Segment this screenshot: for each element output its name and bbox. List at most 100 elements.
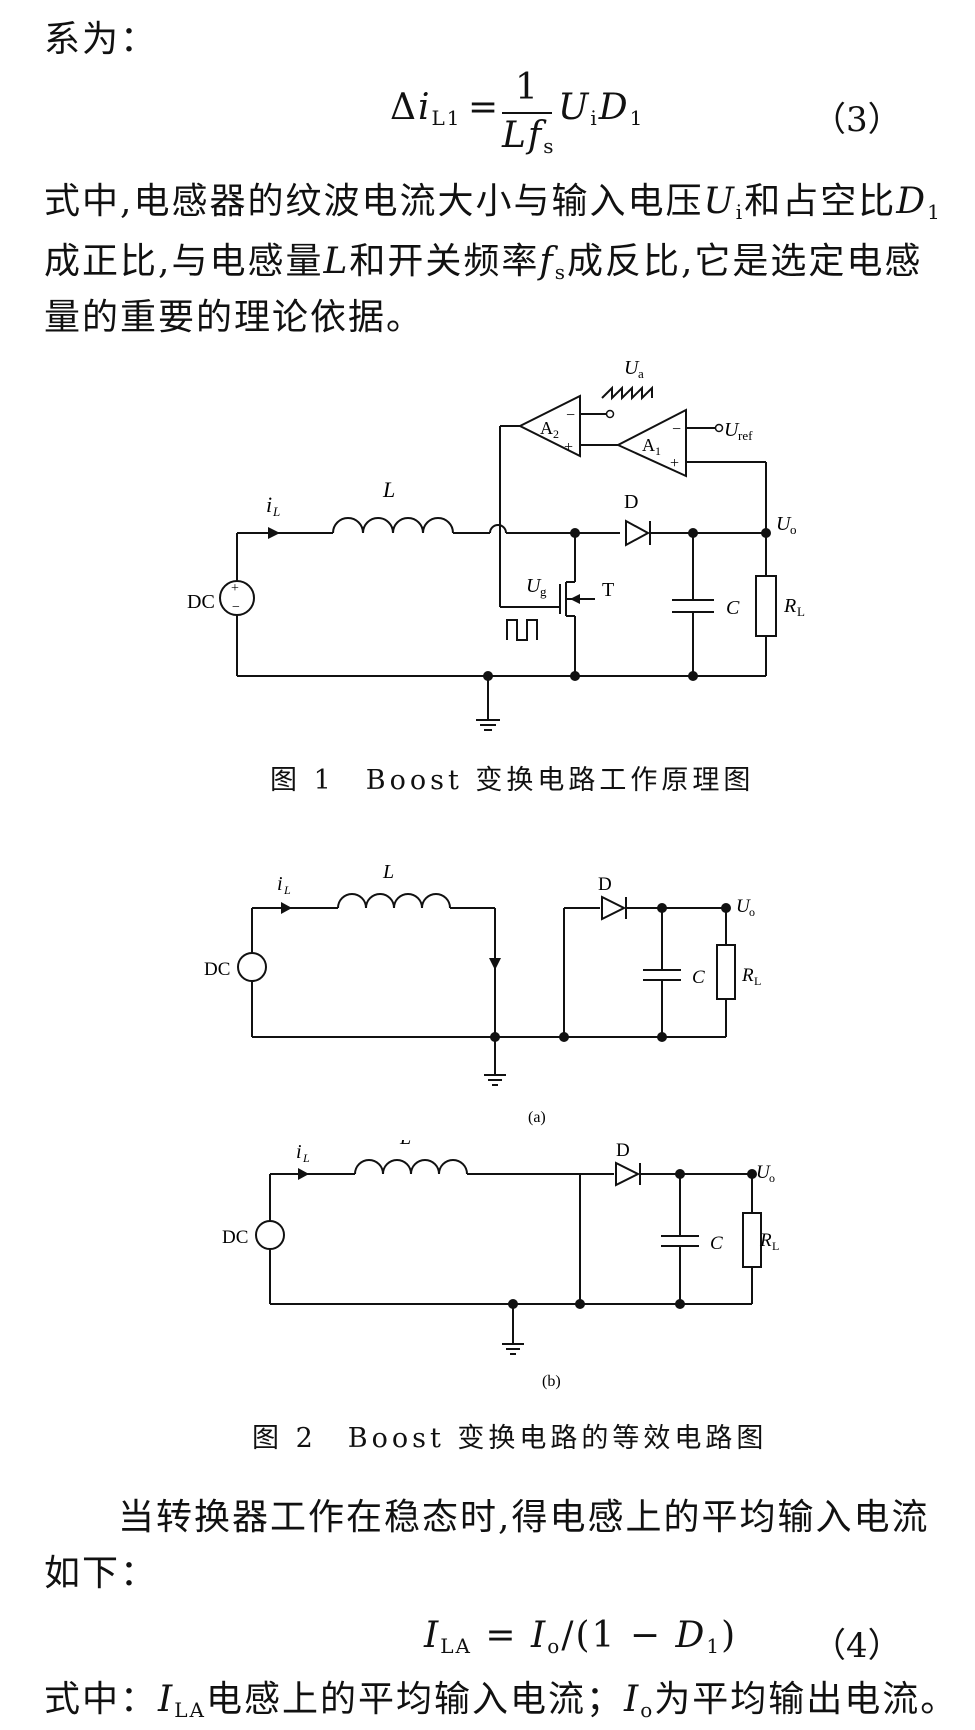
para2-line1: 当转换器工作在稳态时,得电感上的平均输入电流: [118, 1497, 930, 1538]
fig1-label-C: C: [726, 597, 740, 619]
eq3-U: U: [558, 87, 591, 128]
fig2a-label-RL-sub: L: [754, 974, 761, 988]
fig1-label-RL-sub: L: [797, 604, 805, 619]
eq4-rest: /(1 −: [561, 1615, 676, 1656]
fig2b-label-DC: DC: [222, 1227, 248, 1248]
equation-4: ILA = Io/(1 − D1): [424, 1612, 735, 1662]
eq4-Io-sub: o: [547, 1634, 562, 1658]
figure-1-caption: 图 1 Boost 变换电路工作原理图: [270, 765, 755, 796]
para1-line1-U: U: [703, 181, 736, 222]
fig1-label-DC: DC: [187, 591, 215, 613]
fig1-label-Uo: U: [776, 513, 792, 535]
para3-Io: I: [624, 1679, 641, 1720]
para3-a: 式中：: [44, 1679, 159, 1720]
para1-line1-a: 式中,电感器的纹波电流大小与输入电压: [44, 181, 704, 222]
fig1-label-iL: i: [266, 492, 272, 517]
fig2b-label-RL: R: [759, 1230, 772, 1251]
fig1-label-Ua-sub: a: [638, 366, 644, 381]
fig2a-label-C: C: [692, 967, 705, 988]
fig1-A2-minus: −: [566, 407, 575, 424]
eq4-number: （4）: [812, 1626, 902, 1666]
eq3-sub: L1: [431, 106, 462, 130]
fig2a-sublabel: (a): [528, 1109, 546, 1126]
eq3-den-sub: s: [543, 134, 556, 158]
fig2b-label-C: C: [710, 1233, 723, 1254]
fig1-label-Uref-sub: ref: [738, 428, 753, 443]
fig2b-label-iL-sub: L: [302, 1151, 310, 1165]
eq4-equals: =: [485, 1615, 518, 1656]
fig1-label-Ua: U: [624, 357, 640, 379]
para3-line: 式中：ILA电感上的平均输入电流；Io为平均输出电流。: [44, 1679, 959, 1722]
para1-line2-b: 和开关频率: [349, 241, 540, 282]
fig1-label-A1-sub: 1: [655, 444, 661, 458]
fig2b-label-D: D: [616, 1140, 630, 1161]
para1-line2-fsub: s: [554, 260, 567, 284]
figure-2-caption: 图 2 Boost 变换电路的等效电路图: [252, 1423, 768, 1454]
fig2a-label-RL: R: [741, 965, 754, 986]
fig2a-label-L: L: [382, 861, 394, 883]
eq3-frac-num: 1: [515, 67, 540, 108]
eq4-close: ): [721, 1615, 738, 1656]
para3-Io-sub: o: [640, 1698, 655, 1722]
eq4-D-sub: 1: [706, 1634, 722, 1658]
para1-line1-D: D: [896, 181, 928, 222]
fig1-dc-plus: +: [231, 581, 239, 596]
fig2b-label-Uo-sub: o: [769, 1171, 775, 1185]
eq3-number: （3）: [812, 100, 902, 140]
para1-line2-f: f: [539, 241, 555, 282]
para1-line2: 成正比,与电感量L和开关频率fs成反比,它是选定电感: [44, 241, 922, 284]
eq3-D-sub: 1: [629, 106, 645, 130]
para1-line1-Dsub: 1: [927, 200, 942, 224]
fig1-label-Uo-sub: o: [790, 522, 797, 537]
fig1-label-Uref: U: [724, 419, 740, 441]
fig1-dc-minus: −: [232, 600, 240, 615]
fig1-label-iL-sub: L: [272, 504, 280, 519]
para1-line1-b: 和占空比: [744, 181, 897, 222]
para2-line2: 如下：: [44, 1553, 159, 1594]
eq4-Io: I: [531, 1615, 548, 1656]
eq3-den-f: f: [527, 115, 544, 156]
fig2b-label-iL: i: [296, 1141, 302, 1163]
eq3-i: i: [418, 87, 432, 128]
eq3-D: D: [598, 87, 630, 128]
equation-3: ΔiL1 = 1 Lfs UiD1: [390, 67, 650, 157]
fig2a-label-DC: DC: [204, 959, 230, 980]
para3-b: 电感上的平均输入电流；: [205, 1679, 624, 1720]
eq3-equals: =: [468, 87, 501, 128]
para1-line2-L: L: [323, 241, 350, 282]
para1-line1-Usub: i: [735, 200, 745, 224]
eq3-U-sub: i: [590, 106, 599, 130]
figure-1-circuit: DC + − i L L D U o U g T C R L U a U ref…: [187, 357, 805, 731]
fig1-label-A2: A: [540, 418, 553, 438]
para1-line1: 式中,电感器的纹波电流大小与输入电压Ui和占空比D1: [44, 181, 942, 224]
intro-text: 系为：: [44, 19, 159, 60]
para1-line3: 量的重要的理论依据。: [44, 297, 425, 338]
fig2b-sublabel: (b): [542, 1373, 561, 1390]
fig2a-label-Uo: U: [736, 896, 751, 917]
fig2b-label-RL-sub: L: [772, 1239, 779, 1253]
eq3-frac-bar: [502, 112, 552, 114]
fig1-label-A2-sub: 2: [553, 427, 559, 441]
fig2b-label-Uo: U: [756, 1162, 771, 1183]
fig1-A1-plus: +: [670, 455, 679, 472]
para3-c: 为平均输出电流。: [654, 1679, 959, 1720]
fig2a-label-iL-sub: L: [283, 883, 291, 897]
eq4-I: I: [424, 1615, 441, 1656]
fig2a-label-Uo-sub: o: [749, 905, 755, 919]
eq3-delta: Δ: [390, 87, 418, 128]
eq3-den-L: L: [502, 115, 528, 156]
fig1-label-D: D: [624, 491, 638, 513]
para3-I: I: [158, 1679, 175, 1720]
fig1-A2-plus: +: [564, 439, 573, 456]
eq4-D: D: [675, 1615, 707, 1656]
fig2a-label-D: D: [598, 874, 612, 895]
fig1-label-A1: A: [642, 435, 655, 455]
figure-2a-circuit: DC i L L D U o C R L (a): [204, 861, 761, 1126]
fig1-label-L: L: [382, 477, 395, 502]
fig1-label-Ug: U: [526, 575, 542, 597]
fig2b-label-L: L: [399, 1140, 411, 1149]
figure-2b-circuit: DC i L L D U o C R L (b): [222, 1140, 779, 1390]
para3-I-sub: LA: [174, 1698, 206, 1722]
eq4-I-sub: LA: [440, 1634, 472, 1658]
fig1-label-Ug-sub: g: [540, 584, 547, 599]
